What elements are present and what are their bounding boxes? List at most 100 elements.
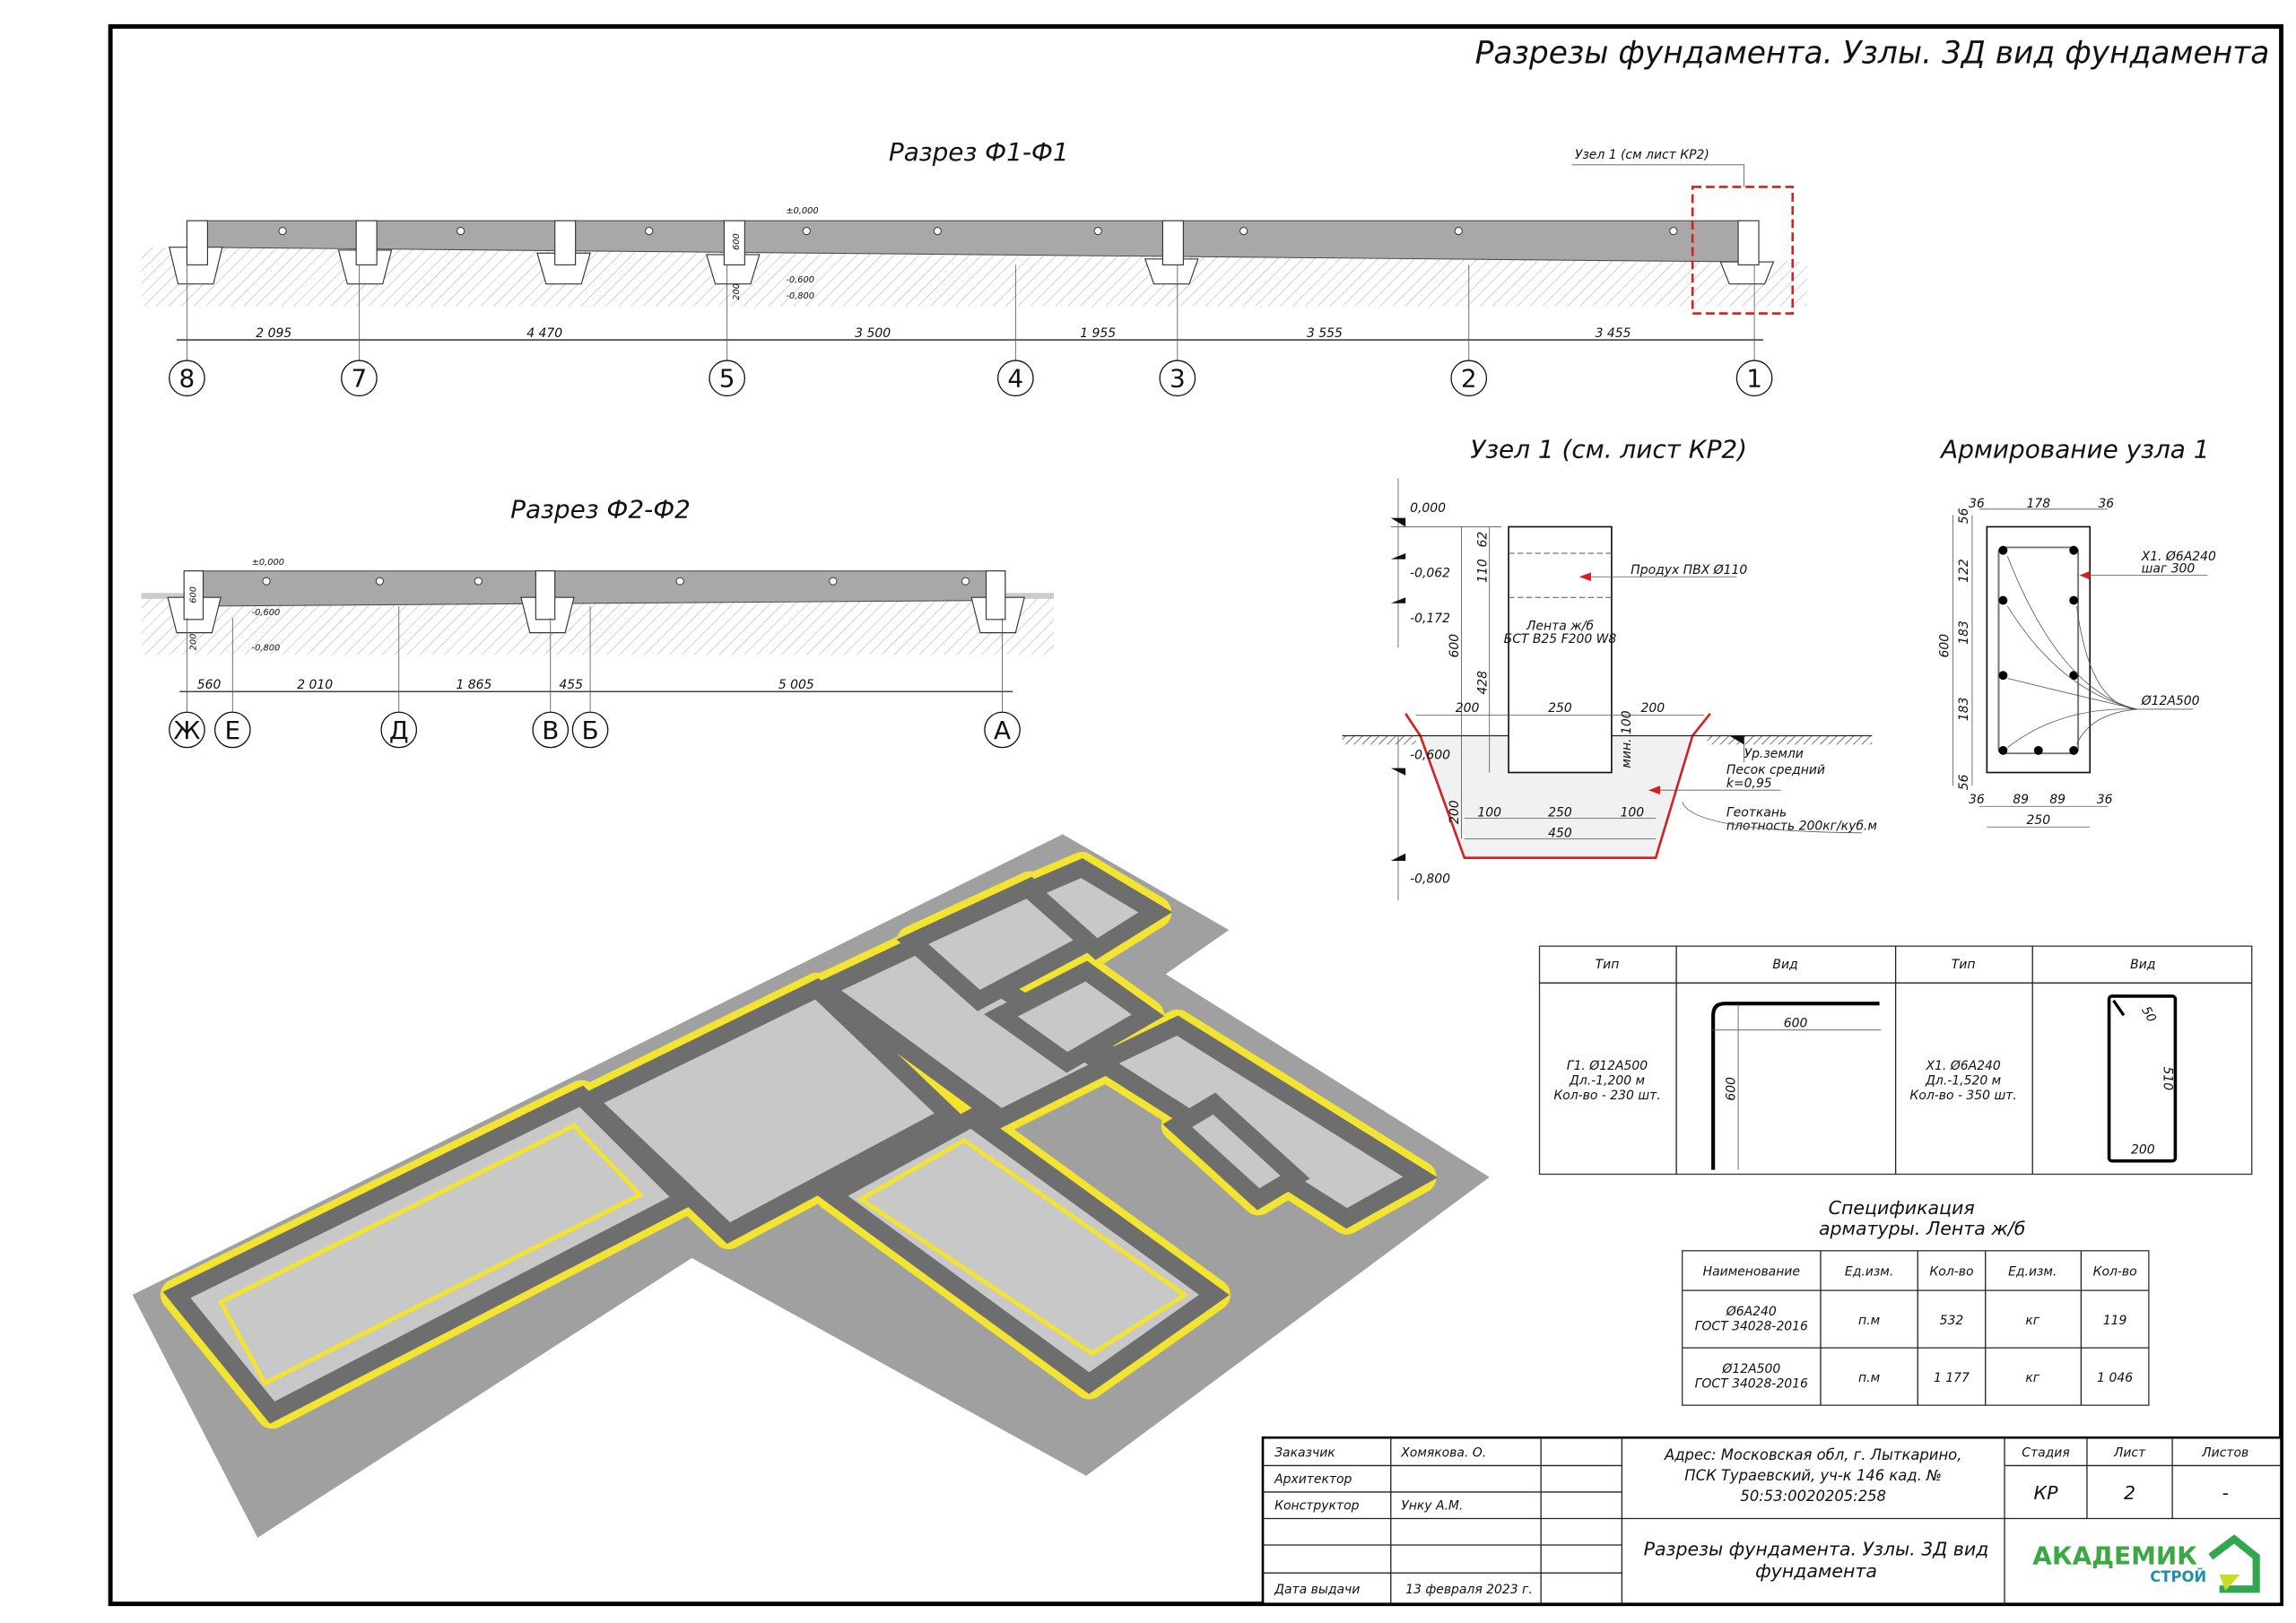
table-cell: кг: [2025, 1314, 2039, 1328]
strip-label: БСТ B25 F200 W8: [1504, 632, 1617, 647]
bending-schedule-table: Тип Вид Тип Вид Г1. Ø12А500 Дл.-1,200 м …: [1538, 945, 2253, 1176]
stirrup-shape: [2107, 994, 2178, 1163]
specification-table: Спецификация арматуры. Лента ж/б Наимено…: [1682, 1197, 2150, 1406]
table-cell: X1. Ø6А240: [1925, 1059, 2000, 1073]
axis-label: Ж: [173, 716, 200, 745]
axis-label: 1: [1746, 364, 1762, 394]
dimension: 3 500: [855, 326, 891, 341]
address: Адрес: Московская обл, г. Лыткарино,: [1664, 1446, 1961, 1463]
dimension: 89: [2049, 793, 2066, 807]
dimension: 5 005: [778, 678, 814, 692]
axis-label: Е: [224, 716, 240, 745]
section-f2: Разрез Ф2-Ф2 ±0,000 -0,600 -0,800 600 20…: [141, 495, 1054, 749]
strip-section: [1508, 525, 1613, 774]
section-f1: Разрез Ф1-Ф1 ±0,000 -0,600 -0,800 600 20…: [141, 137, 1808, 397]
table-cell: ГОСТ 34028-2016: [1695, 1319, 1808, 1333]
table-cell: кг: [2025, 1371, 2039, 1385]
footings: [167, 570, 1025, 634]
stage-header: Стадия: [2022, 1446, 2069, 1461]
node1-callout-label: Узел 1 (см лист КР2): [1575, 148, 1709, 162]
table-header: Вид: [1772, 958, 1797, 972]
dimension: 50: [2138, 1004, 2159, 1025]
table-cell: Г1. Ø12А500: [1567, 1059, 1648, 1073]
level-mark: -0,800: [786, 291, 814, 301]
company-logo: АКАДЕМИК СТРОЙ: [2032, 1534, 2260, 1593]
vent-label: Продух ПВХ Ø110: [1631, 563, 1747, 577]
dimension: 36: [2098, 497, 2114, 511]
table-header: Кол-во: [1929, 1265, 1973, 1280]
axis-markers: [169, 711, 1021, 749]
level-mark: -0,062: [1410, 566, 1450, 580]
dimension: 3 455: [1596, 326, 1631, 341]
elevation-marks: [1390, 517, 1501, 861]
role-label: Конструктор: [1274, 1499, 1359, 1514]
dimension: 510: [2160, 1067, 2174, 1091]
table-header: Тип: [1952, 958, 1976, 972]
table-cell: Дл.-1,200 м: [1569, 1073, 1645, 1088]
table-header: Наименование: [1703, 1265, 1800, 1280]
level-mark: -0,600: [786, 275, 814, 285]
vent-holes: [262, 577, 970, 586]
strip-label: Лента ж/б: [1526, 619, 1595, 633]
geotextile-label: Геоткань: [1726, 806, 1787, 820]
axis-label: Б: [582, 716, 599, 745]
dimension: 428: [1475, 671, 1490, 695]
customer-name: Хомякова. О.: [1400, 1446, 1486, 1461]
dimension: 89: [2013, 793, 2029, 807]
drawing-title: фундамента: [1755, 1560, 1877, 1582]
dimension: 250: [1548, 701, 1572, 716]
title-block: Заказчик Архитектор Конструктор Дата выд…: [1261, 1436, 2283, 1605]
level-mark: ±0,000: [252, 558, 284, 568]
drawing-title: Разрезы фундамента. Узлы. 3Д вид: [1644, 1539, 1989, 1560]
level-mark: -0,600: [252, 608, 281, 618]
axis-label: 3: [1170, 364, 1186, 394]
sheet-title: Разрезы фундамента. Узлы. 3Д вид фундаме…: [1475, 36, 2270, 72]
dimension: 2 095: [256, 326, 291, 341]
dimension: 62: [1475, 532, 1490, 548]
table-cell: п.м: [1858, 1314, 1880, 1328]
axis-label: 8: [179, 364, 196, 394]
section-f1-title: Разрез Ф1-Ф1: [889, 137, 1069, 167]
dimension: 3 555: [1307, 326, 1343, 341]
table-cell: 119: [2103, 1314, 2127, 1328]
dimension: 100: [1477, 806, 1501, 820]
height-dim: 200: [732, 283, 742, 300]
dimension: 4 470: [526, 326, 562, 341]
level-mark: 0,000: [1410, 501, 1446, 516]
axis-label: 2: [1461, 364, 1477, 394]
dimension: 600: [1784, 1016, 1808, 1030]
dimension: 100: [1621, 806, 1645, 820]
dimension: 183: [1957, 697, 1971, 721]
constructor-name: Унку А.М.: [1401, 1499, 1463, 1514]
level-mark: -0,800: [1410, 872, 1450, 887]
level-mark: -0,800: [252, 643, 281, 653]
spec-title: арматуры. Лента ж/б: [1819, 1218, 2025, 1239]
strip-beam: [186, 570, 1006, 607]
table-row: Ø6А240 ГОСТ 34028-2016 п.м 532 кг 119: [1695, 1305, 2127, 1333]
dimension: 250: [2026, 813, 2050, 828]
table-row: Ø12А500 ГОСТ 34028-2016 п.м 1 177 кг 1 0…: [1695, 1362, 2134, 1391]
dimension: 200: [1448, 800, 1462, 824]
role-label: Архитектор: [1274, 1472, 1352, 1487]
bent-bar-shape: [1711, 1002, 1880, 1170]
ground-level-label: Ур.земли: [1744, 747, 1804, 761]
table-cell: Дл.-1,520 м: [1925, 1073, 2001, 1088]
axis-label: А: [994, 716, 1011, 745]
table-cell: Ø12А500: [1721, 1362, 1780, 1376]
axis-label: 5: [719, 364, 735, 394]
table-cell: п.м: [1858, 1371, 1880, 1385]
table-cell: 1 046: [2097, 1371, 2133, 1385]
address: 50:53:0020205:258: [1740, 1488, 1886, 1505]
axis-markers: [169, 360, 1773, 397]
sand-label: k=0,95: [1726, 777, 1772, 791]
dimension: 56: [1957, 508, 1971, 524]
reinforcement-detail: Армирование узла 1 36 178 36 56 122 183 …: [1938, 434, 2216, 828]
dimension: 600: [1725, 1077, 1739, 1101]
rebar-dots: [1998, 545, 2079, 755]
node1-detail: Узел 1 (см. лист КР2) 0,000 -0,062 -0,17…: [1342, 434, 1877, 901]
node1-callout-box[interactable]: [1691, 186, 1795, 315]
level-mark: -0,172: [1410, 612, 1450, 626]
dimension: 250: [1548, 806, 1572, 820]
dimension: 600: [1938, 634, 1952, 658]
dimension: 122: [1957, 559, 1971, 583]
